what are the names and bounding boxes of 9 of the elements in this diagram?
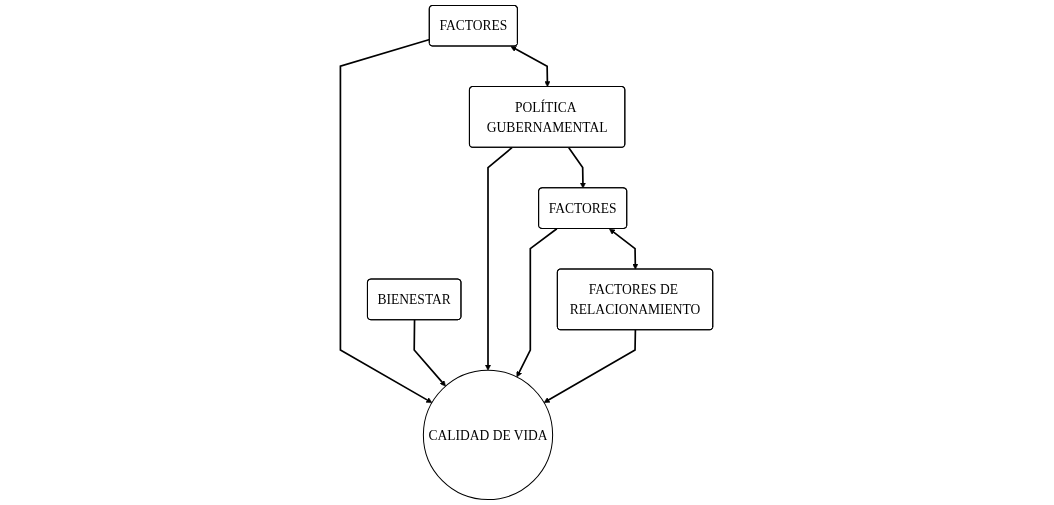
arrow — [568, 146, 587, 189]
arrow — [339, 38, 433, 403]
node-circle: CALIDAD DE VIDA — [423, 369, 554, 501]
arrow — [413, 319, 447, 387]
arrow — [544, 329, 637, 403]
arrow — [485, 146, 514, 371]
arrow — [510, 46, 551, 88]
arrow — [516, 227, 559, 378]
arrow — [609, 228, 639, 270]
